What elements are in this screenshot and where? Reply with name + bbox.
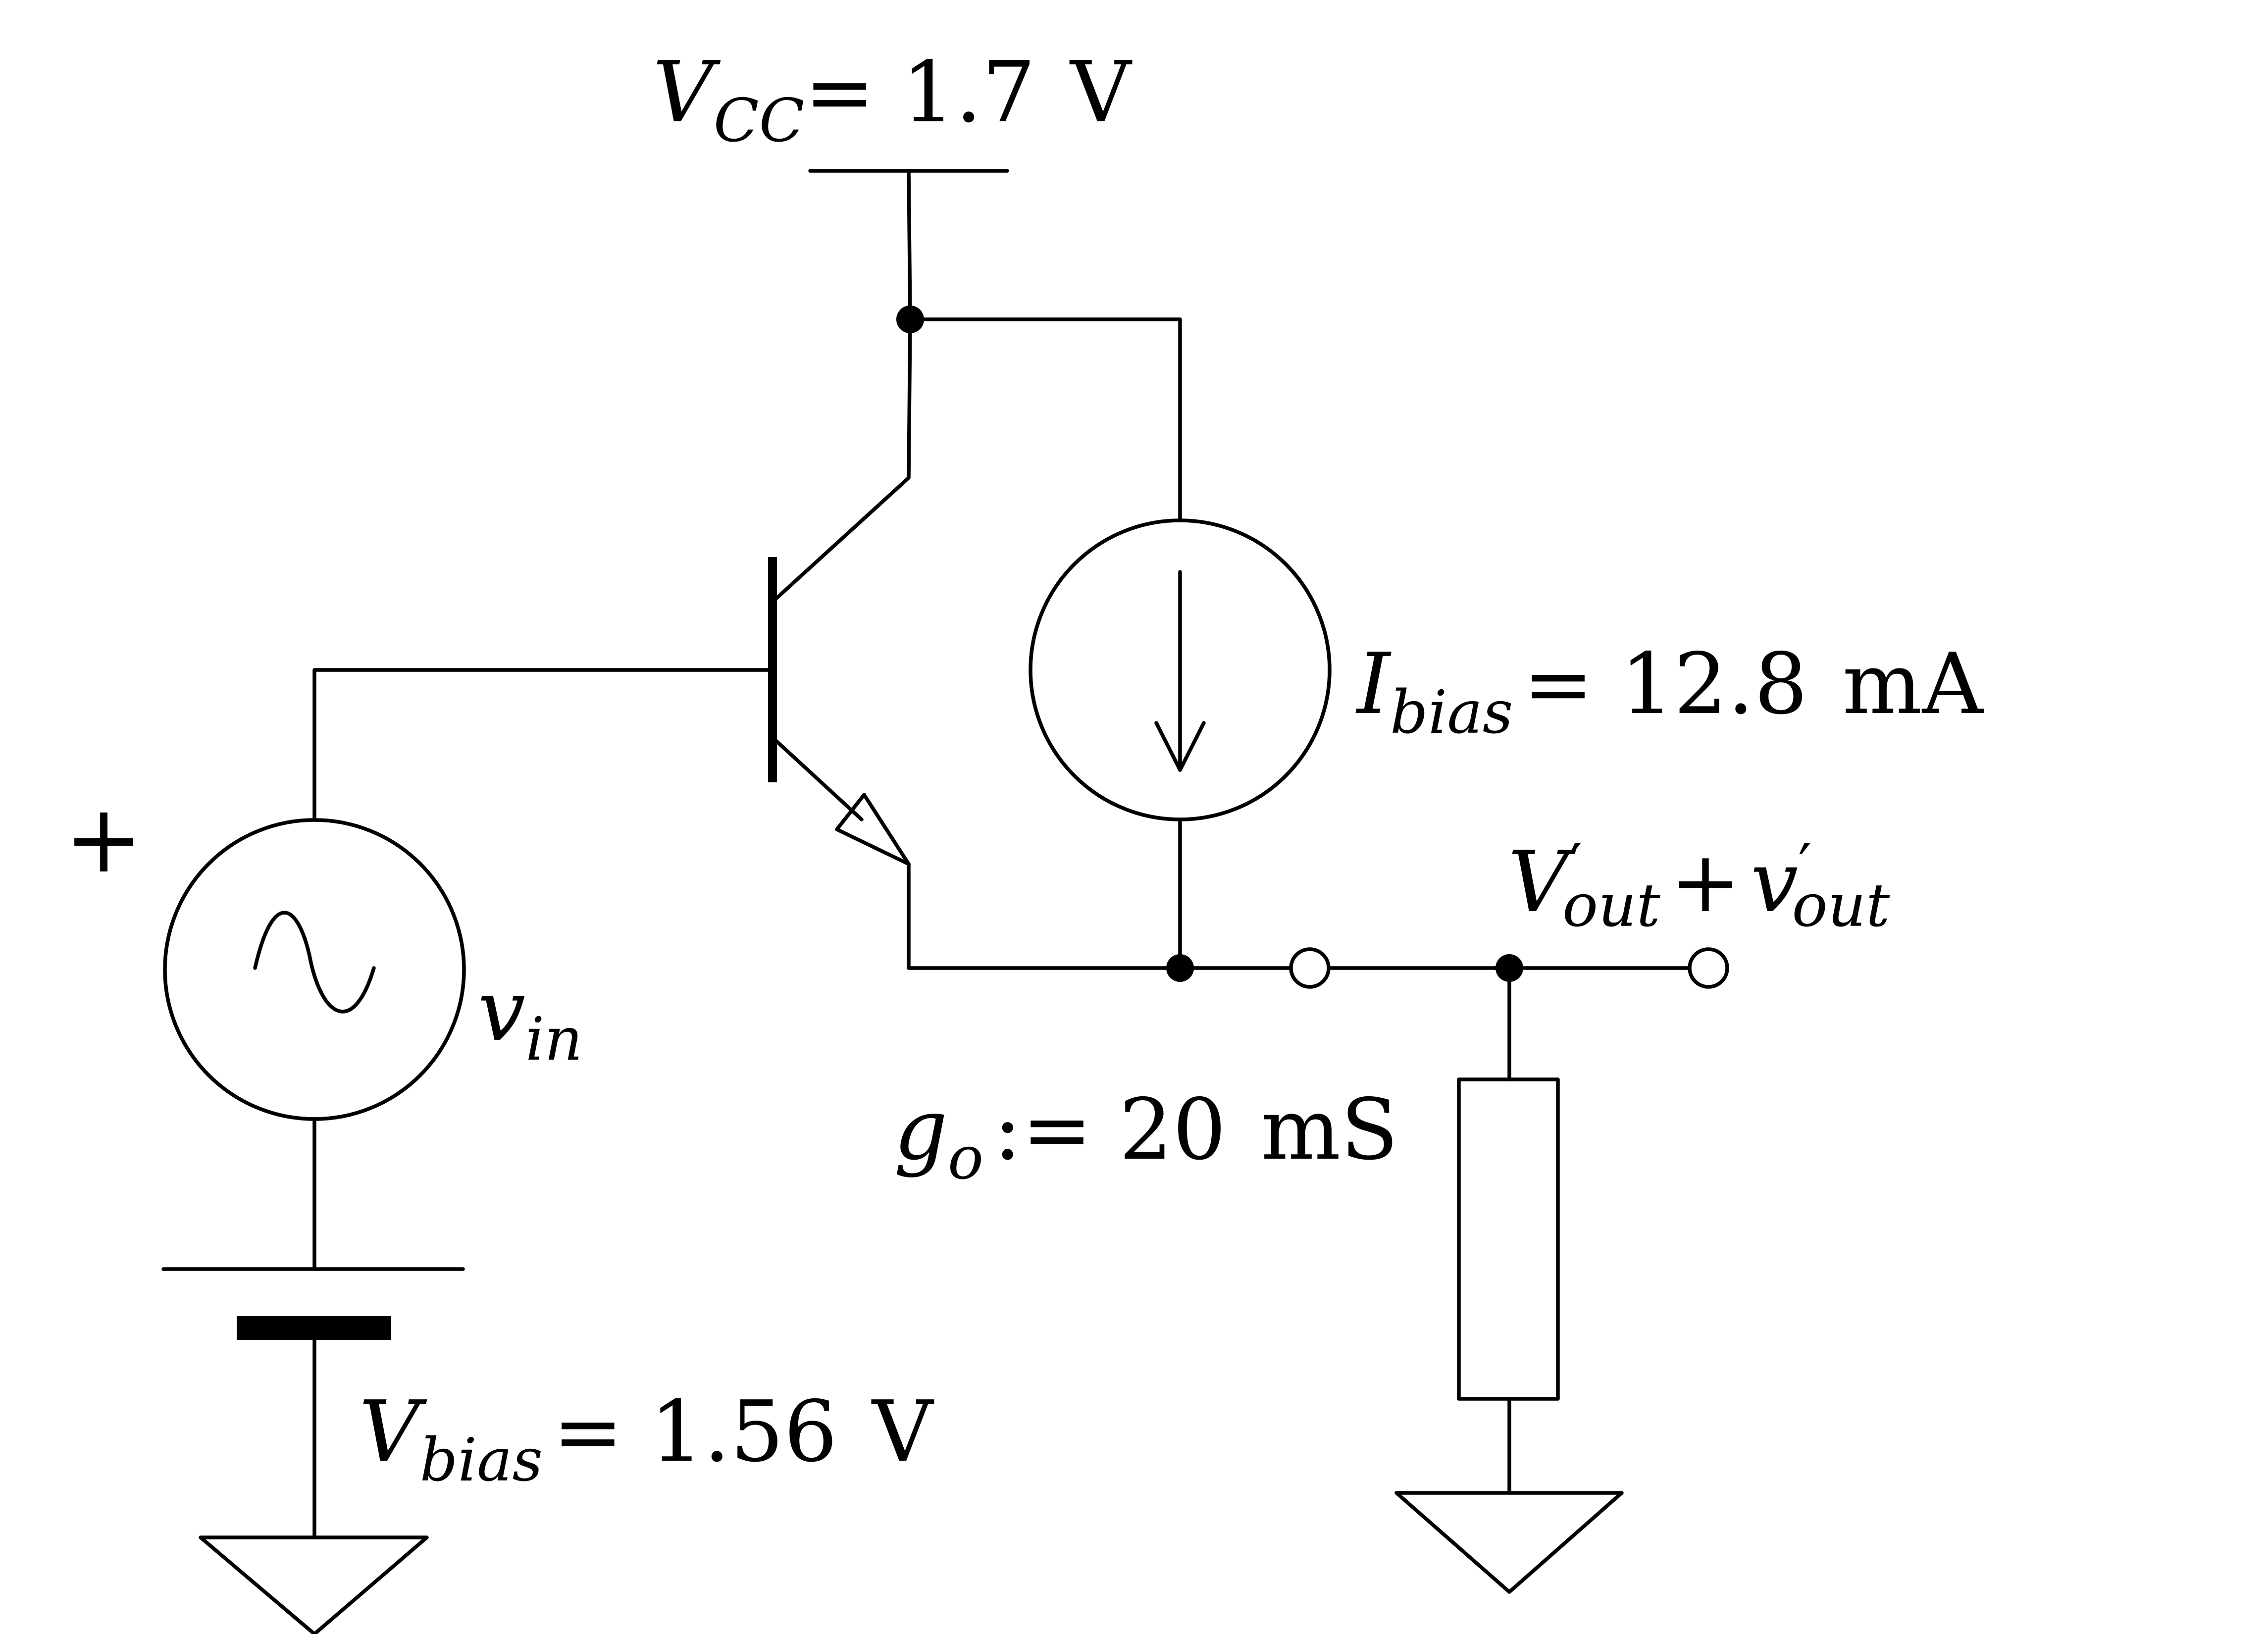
current-arrow-head [1154, 721, 1206, 772]
sine-icon [253, 911, 376, 1014]
emitter-arrow [835, 793, 911, 866]
load-resistor [1457, 1077, 1560, 1401]
wire-vcc-to-isource [908, 317, 1182, 522]
ground-left [199, 1535, 429, 1634]
battery-short-plate [237, 1316, 391, 1340]
terminal-1[interactable] [1289, 947, 1331, 989]
collector-wire [773, 317, 912, 601]
base-wire [312, 668, 774, 821]
plus-sign: + [64, 784, 143, 894]
vout-label: V′out+v′out [1508, 832, 1890, 940]
emitter-line [773, 738, 864, 821]
emitter-wire [907, 862, 1182, 970]
ground-right [1394, 1491, 1624, 1594]
vin-label: vin [478, 962, 583, 1074]
vcc-wire [907, 169, 912, 321]
terminal-2[interactable] [1688, 947, 1729, 989]
